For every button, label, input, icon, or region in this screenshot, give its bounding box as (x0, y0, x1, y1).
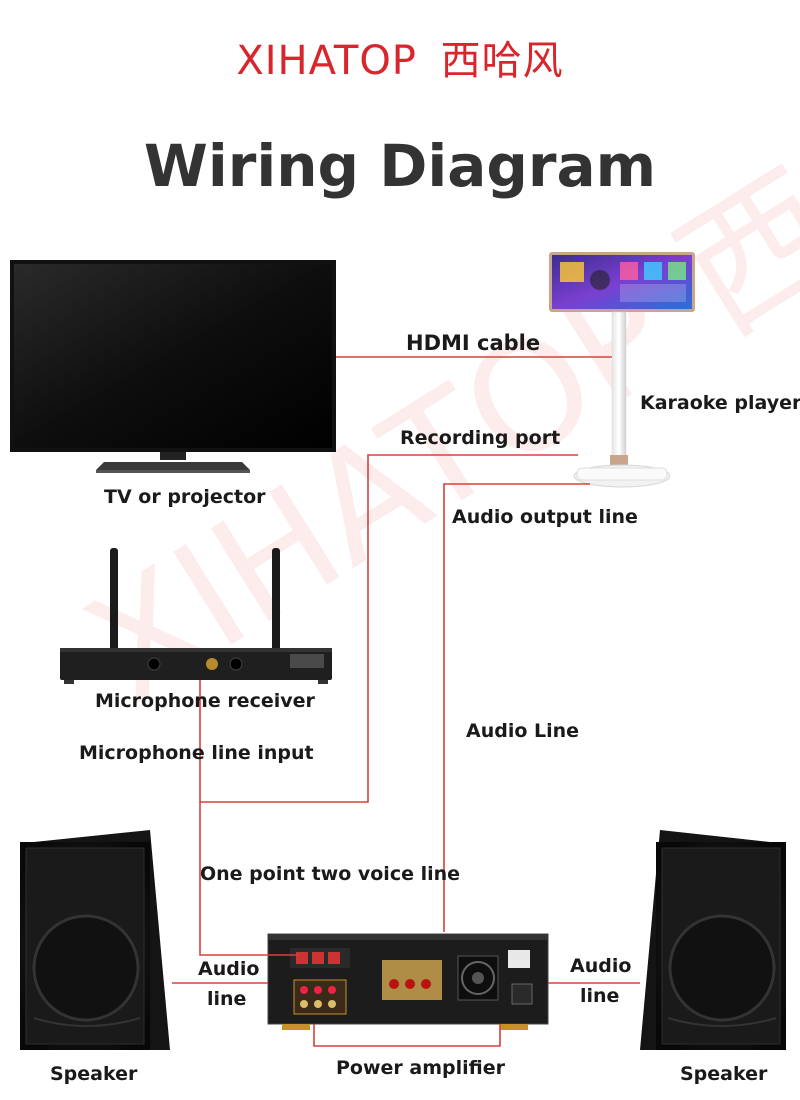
audio-output-line-label: Audio output line (452, 506, 638, 528)
audio-line-label: Audio Line (466, 720, 580, 742)
brand-logo: XIHATOP 西哈风 (0, 28, 800, 86)
wire-audio-output (443, 483, 590, 932)
wire-recording-port (200, 454, 578, 803)
microphone-receiver-label: Microphone receiver (95, 690, 315, 712)
one-point-two-voice-line-label: One point two voice line (200, 863, 461, 885)
microphone-receiver-icon (60, 548, 332, 684)
speaker-right-label: Speaker (680, 1063, 768, 1085)
power-amplifier-label: Power amplifier (336, 1057, 505, 1079)
brand-latin: XIHATOP (236, 38, 417, 84)
audio-line-right-label-2: line (580, 985, 620, 1007)
audio-line-right-label-1: Audio (570, 955, 632, 977)
hdmi-cable-label: HDMI cable (406, 331, 541, 355)
microphone-line-input-label: Microphone line input (79, 742, 314, 764)
power-amplifier-icon (267, 933, 549, 1030)
speaker-left-icon (20, 830, 170, 1050)
brand-chinese: 西哈风 (440, 38, 564, 84)
speaker-right-icon (640, 830, 786, 1050)
speaker-left-label: Speaker (50, 1063, 138, 1085)
karaoke-player-icon (549, 252, 695, 488)
audio-line-left-label-2: line (207, 988, 247, 1010)
tv-or-projector-label: TV or projector (104, 486, 266, 508)
wire-microphone-input (199, 680, 298, 956)
karaoke-player-label: Karaoke player (640, 392, 800, 414)
wires (172, 356, 640, 1047)
recording-port-label: Recording port (400, 427, 561, 449)
page-title: Wiring Diagram (143, 132, 657, 200)
audio-line-left-label-1: Audio (198, 958, 260, 980)
tv-or-projector-icon (10, 260, 336, 473)
wire-amplifier-loop (313, 1024, 501, 1047)
